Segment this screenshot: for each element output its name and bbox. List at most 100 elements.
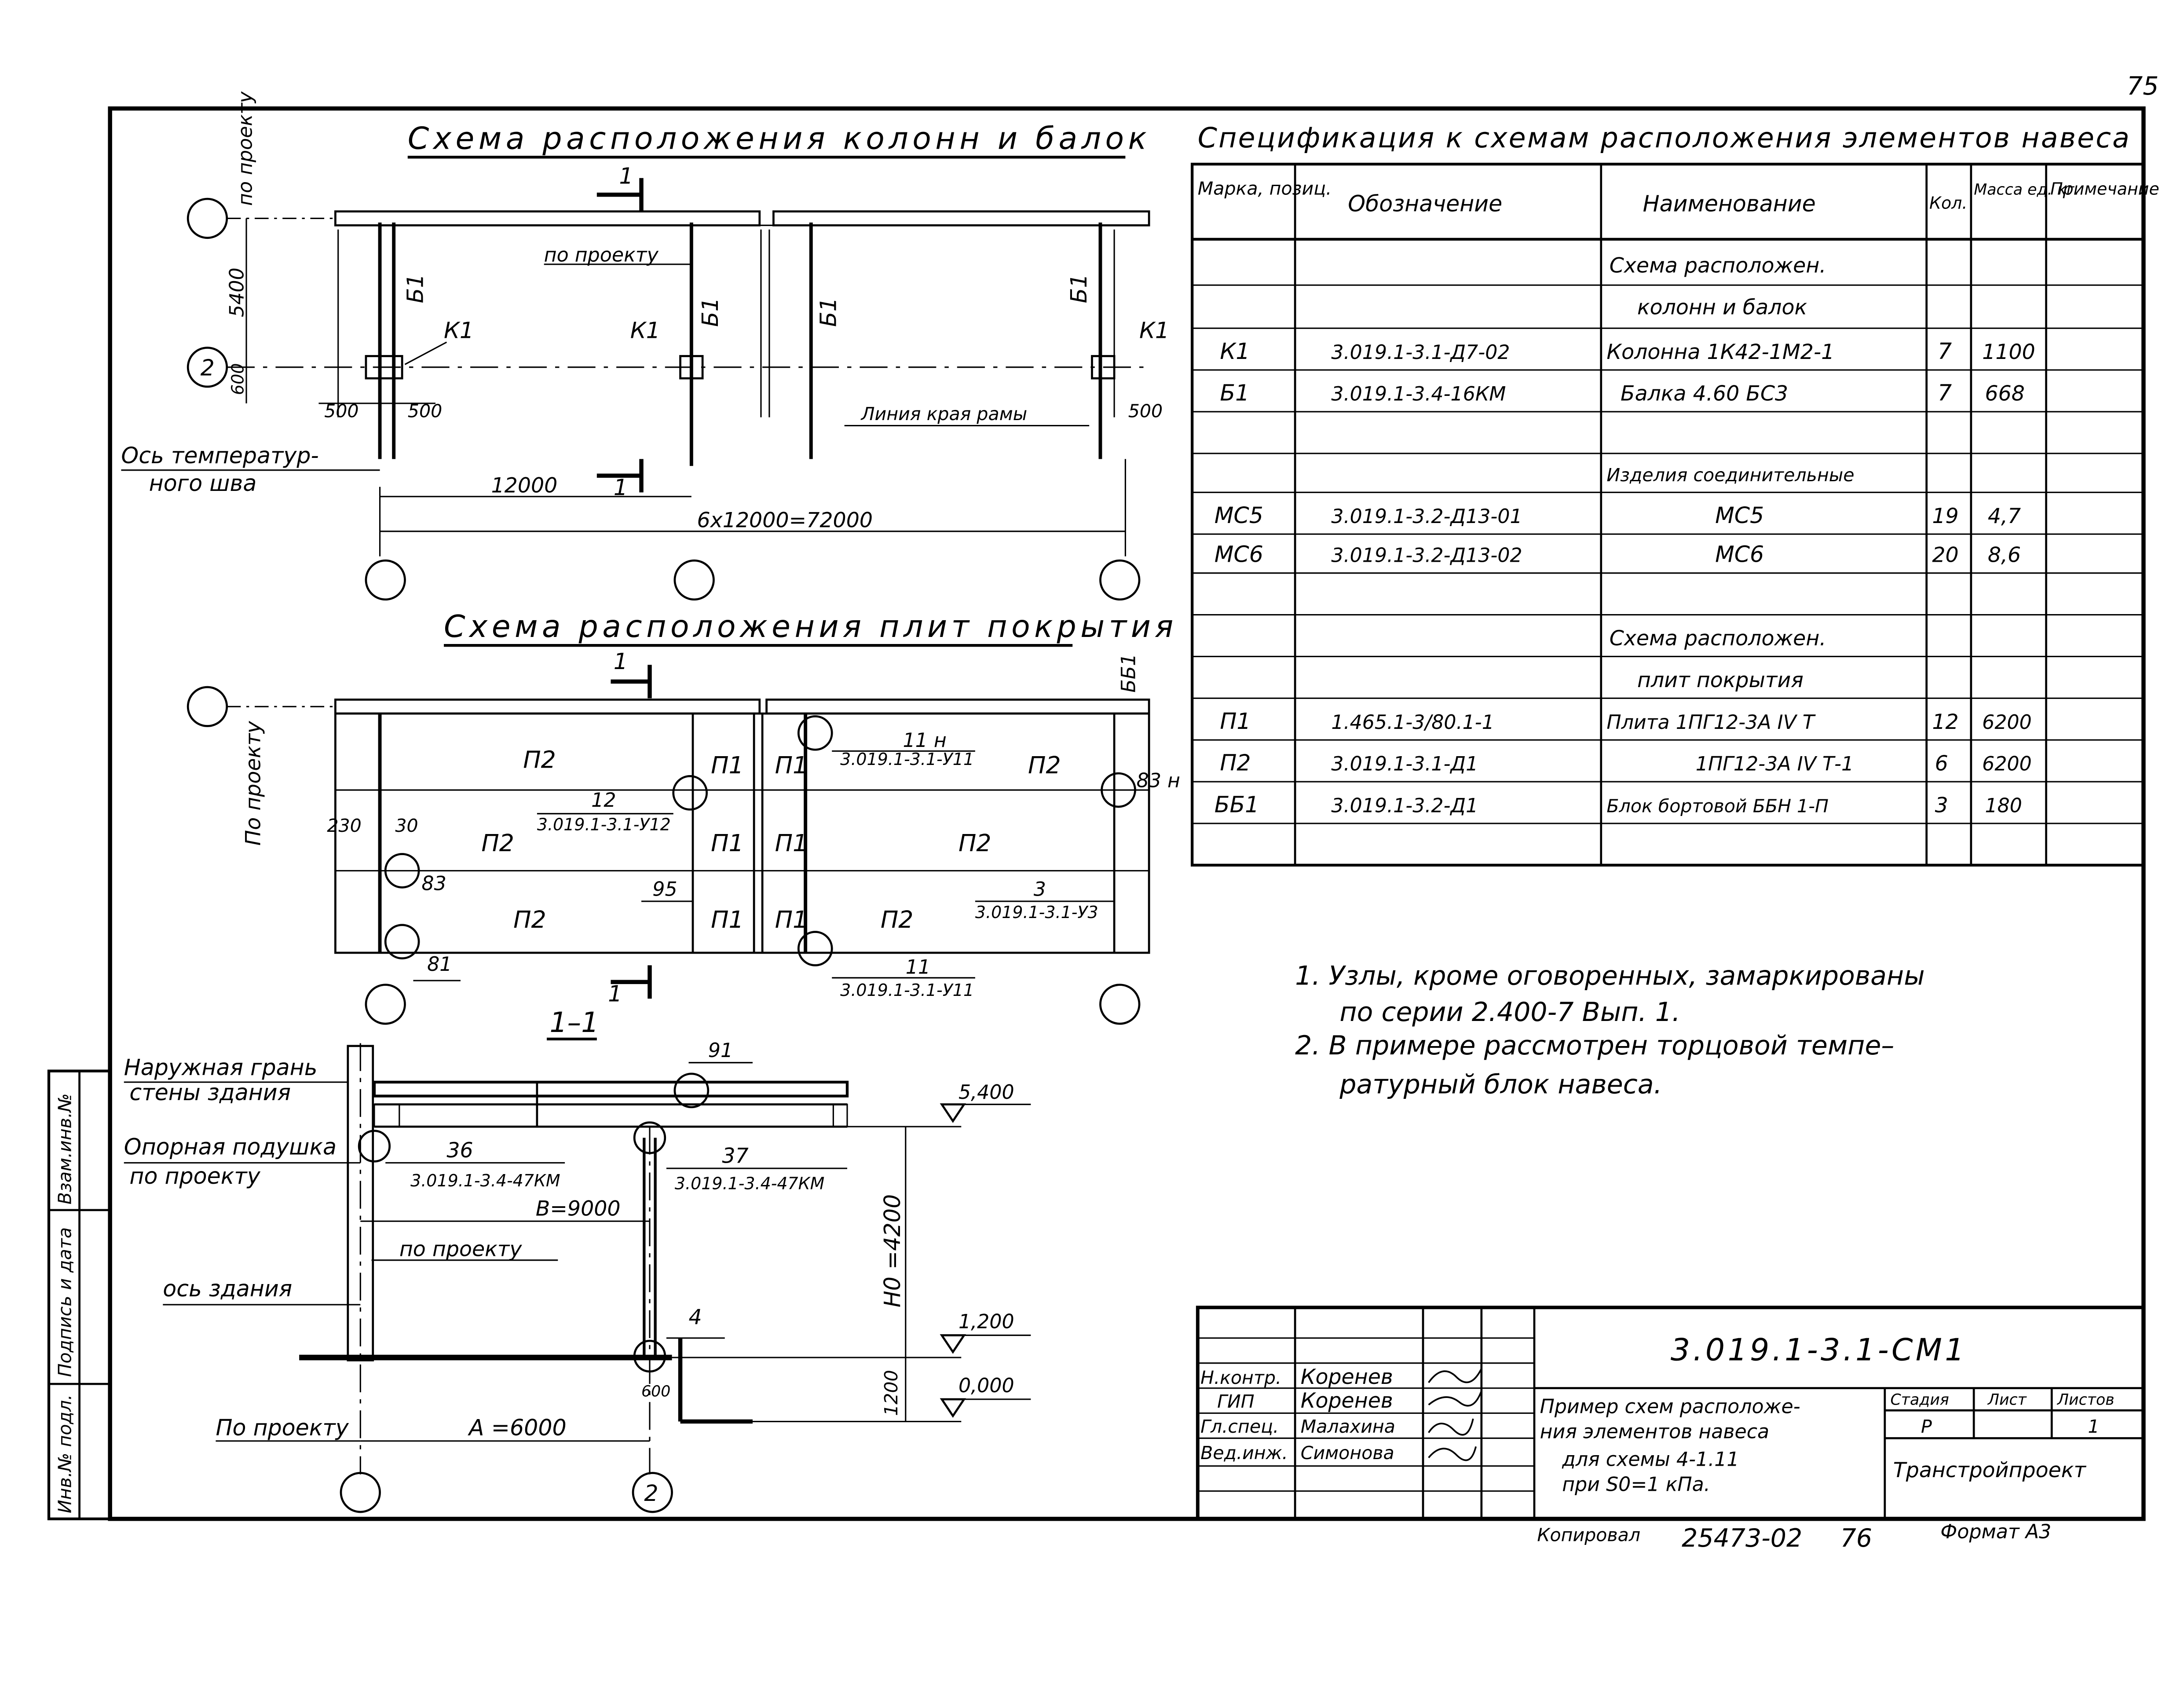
spec-sec-3a: Схема расположен. bbox=[1610, 626, 1826, 651]
spec-mc5-mark: МС5 bbox=[1215, 502, 1263, 528]
node-circle-11-bottom bbox=[797, 931, 833, 966]
plan-slabs: Схема расположения плит покрытия По прое… bbox=[187, 609, 1180, 1025]
spec-k1-mass: 1100 bbox=[1982, 340, 2035, 364]
node-83: 83 bbox=[421, 873, 446, 895]
joint-label-1: Ось температур- bbox=[121, 443, 318, 468]
node-95: 95 bbox=[652, 878, 677, 900]
axis-building-label: ось здания bbox=[163, 1276, 292, 1302]
po-proektu-section: по проекту bbox=[399, 1237, 523, 1261]
node-circle-11-top bbox=[797, 715, 833, 751]
spec-sec-1b: колонн и балок bbox=[1637, 296, 1807, 320]
section-title: 1–1 bbox=[549, 1006, 599, 1039]
slab-p2-6: П2 bbox=[881, 906, 914, 933]
spec-bb1-code: 3.019.1-3.2-Д1 bbox=[1331, 795, 1478, 817]
node-circle-4 bbox=[633, 1339, 666, 1373]
axis-bubble-b1 bbox=[365, 559, 406, 601]
joint-label-2: ного шва bbox=[149, 470, 257, 496]
dim-500-a: 500 bbox=[324, 401, 359, 422]
spec-p1-qty: 12 bbox=[1932, 710, 1958, 734]
tb-stage: Р bbox=[1921, 1416, 1932, 1437]
footer-number: 25473-02 bbox=[1682, 1524, 1802, 1553]
tb-role-0: Н.контр. bbox=[1200, 1367, 1281, 1388]
node-4: 4 bbox=[689, 1305, 702, 1329]
spec-p1-mark: П1 bbox=[1220, 708, 1251, 734]
axis-bubble-section-left bbox=[340, 1472, 381, 1513]
footer-page: 76 bbox=[1840, 1524, 1872, 1553]
spec-hdr-qty: Кол. bbox=[1929, 193, 1967, 212]
slab-p1-5: П1 bbox=[711, 906, 744, 933]
stamp-inv: Инв.№ подл. bbox=[55, 1394, 76, 1513]
slab-p1-4: П1 bbox=[775, 829, 808, 857]
dim-500-c: 500 bbox=[1128, 401, 1163, 422]
tb-org: Транстройпроект bbox=[1893, 1458, 2087, 1482]
tb-desc-0: Пример схем расположе- bbox=[1540, 1396, 1800, 1418]
spec-bb1-mark: ББ1 bbox=[1215, 792, 1259, 818]
note-1a: 1. Узлы, кроме оговоренных, замаркирован… bbox=[1295, 961, 1924, 992]
spec-b1-qty: 7 bbox=[1938, 380, 1952, 406]
tb-desc-3: при S0=1 кПа. bbox=[1562, 1474, 1710, 1496]
node-3: 3 bbox=[1034, 878, 1046, 900]
tb-name-1: Коренев bbox=[1301, 1389, 1393, 1413]
dim-1200-section: 1200 bbox=[881, 1370, 902, 1416]
dim-A: A =6000 bbox=[468, 1415, 567, 1441]
label-k1-mid: К1 bbox=[630, 317, 660, 343]
dim-H0: H0 =4200 bbox=[879, 1194, 905, 1307]
spec-k1-name: Колонна 1К42-1М2-1 bbox=[1606, 340, 1834, 364]
footer-copied: Копировал bbox=[1537, 1524, 1640, 1545]
label-b1-1: Б1 bbox=[402, 274, 428, 303]
dim-30: 30 bbox=[395, 815, 418, 836]
stamp-replace: Взам.инв.№ bbox=[55, 1093, 76, 1204]
node-circle-91 bbox=[673, 1072, 710, 1109]
spec-b1-mark: Б1 bbox=[1220, 380, 1249, 406]
cut-slab-bottom: 1 bbox=[608, 981, 622, 1007]
lvl-1200: 1,200 bbox=[958, 1311, 1014, 1333]
spec-hdr-code: Обозначение bbox=[1348, 191, 1502, 217]
slab-p2-4: П2 bbox=[958, 829, 991, 857]
signature-1 bbox=[1428, 1368, 1482, 1407]
note-1b: по серии 2.400-7 Вып. 1. bbox=[1339, 997, 1680, 1028]
spec-k1-code: 3.019.1-3.1-Д7-02 bbox=[1331, 341, 1510, 364]
axis-bubble-top-left bbox=[187, 198, 228, 239]
spec-table: Спецификация к схемам расположения элеме… bbox=[1191, 121, 2159, 867]
node-circle-81 bbox=[384, 924, 420, 959]
footer-format: Формат А3 bbox=[1940, 1521, 2051, 1543]
spec-sec-3b: плит покрытия bbox=[1637, 668, 1804, 692]
dim-total: 6x12000=72000 bbox=[697, 508, 873, 532]
edge-label: Линия края рамы bbox=[860, 403, 1028, 424]
spec-mc5-mass: 4,7 bbox=[1988, 504, 2021, 528]
ref-y11-bottom: 3.019.1-3.1-У11 bbox=[840, 981, 974, 1000]
node-11n: 11 н bbox=[903, 729, 946, 752]
axis-bubble-slab-left bbox=[187, 686, 228, 727]
spec-hdr-mark: Марка, позиц. bbox=[1198, 178, 1332, 199]
label-b1-3: Б1 bbox=[816, 297, 841, 327]
axis-section-2-label: 2 bbox=[644, 1480, 658, 1506]
spec-k1-mark: К1 bbox=[1220, 338, 1250, 364]
node-circle-83n bbox=[1101, 772, 1136, 808]
spec-b1-mass: 668 bbox=[1985, 382, 2024, 406]
label-po-proektu-mid: по проекту bbox=[544, 244, 659, 266]
node-12: 12 bbox=[591, 789, 616, 812]
ref-37: 3.019.1-3.4-47КМ bbox=[675, 1174, 824, 1193]
spec-mc6-code: 3.019.1-3.2-Д13-02 bbox=[1331, 544, 1522, 567]
spec-title: Спецификация к схемам расположения элеме… bbox=[1198, 121, 2131, 154]
node-circle-83 bbox=[384, 853, 420, 889]
title-slabs: Схема расположения плит покрытия bbox=[444, 609, 1178, 644]
ref-y12: 3.019.1-3.1-У12 bbox=[537, 815, 671, 834]
spec-mc5-name: МС5 bbox=[1715, 502, 1764, 528]
spec-mc5-code: 3.019.1-3.2-Д13-01 bbox=[1331, 505, 1522, 528]
tb-sheets-hdr: Листов bbox=[2056, 1391, 2114, 1409]
node-36: 36 bbox=[446, 1138, 473, 1163]
spec-p2-name: 1ПГ12-3А IV Т-1 bbox=[1696, 753, 1854, 776]
spec-sec-2: Изделия соединительные bbox=[1606, 465, 1854, 486]
spec-hdr-mass: Масса ед. кг. bbox=[1974, 181, 2079, 199]
label-b1-4: Б1 bbox=[1066, 274, 1092, 303]
spec-p2-mass: 6200 bbox=[1982, 753, 2032, 776]
dim-600-left: 600 bbox=[228, 363, 248, 395]
axis-bubble-b2 bbox=[673, 559, 715, 601]
spec-sec-1a: Схема расположен. bbox=[1610, 254, 1826, 278]
side-stamp: Инв.№ подл. Подпись и дата Взам.инв.№ bbox=[47, 1069, 112, 1521]
spec-mc6-mass: 8,6 bbox=[1988, 543, 2021, 567]
label-b1-2: Б1 bbox=[697, 297, 723, 327]
axis-bubble-section-2 bbox=[632, 1472, 673, 1513]
